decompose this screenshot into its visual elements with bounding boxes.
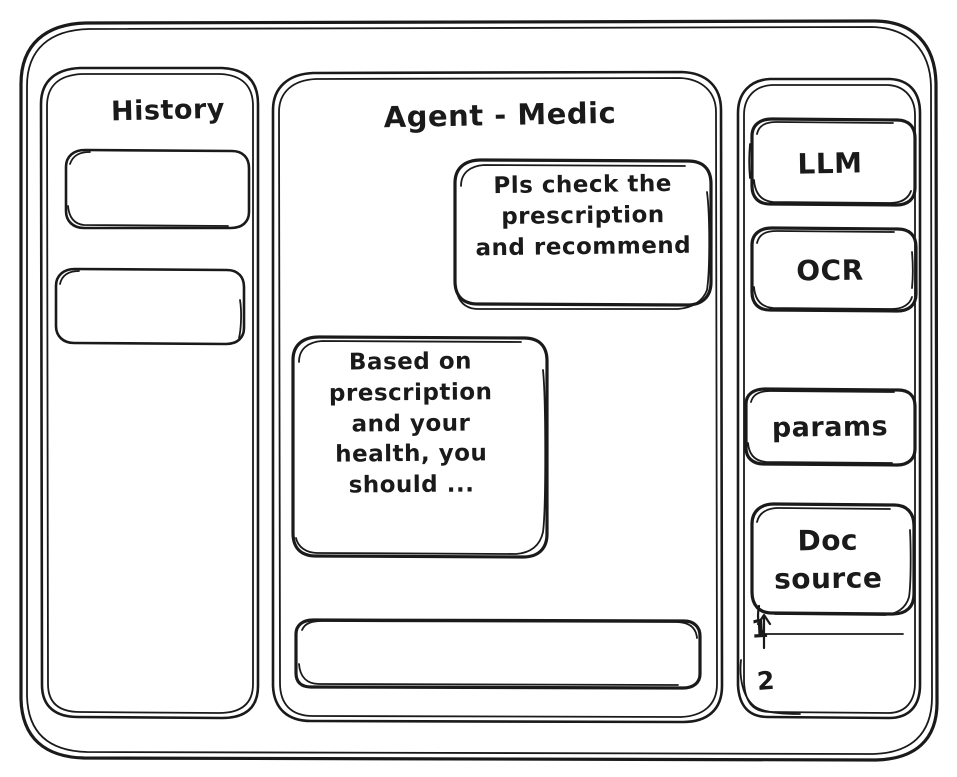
agent-message-text: Based on prescription and your health, y… [328,348,493,499]
history-item-2-outline[interactable] [54,267,246,346]
ocr-tile-outline[interactable] [750,226,918,313]
doc-source-tile-label[interactable]: Doc source [773,523,883,596]
agent-message-bubble-outline [291,335,549,559]
app-window-frame [19,19,939,762]
ocr-tile-label[interactable]: OCR [796,253,864,288]
message-input-outline[interactable] [294,618,702,690]
user-message-text: Pls check the prescription and recommend [475,170,692,261]
history-panel-title: History [110,93,226,128]
agent-panel-title: Agent - Medic [383,95,617,135]
tools-panel-edge-jitter [739,659,801,715]
llm-tile-outline[interactable] [748,117,917,207]
llm-tile-label[interactable]: LLM [797,146,863,181]
history-item-1-outline[interactable] [64,148,251,230]
params-tile-outline[interactable] [744,387,917,467]
tools-panel-outline [736,77,922,720]
doc-source-item-2[interactable]: 2 [755,665,776,697]
agent-panel-outline [271,70,724,724]
doc-source-item-1[interactable]: 1 [750,613,770,644]
params-tile-label[interactable]: params [771,411,889,444]
history-panel-outline [39,66,260,720]
user-message-bubble-outline [453,158,713,310]
doc-source-tile-outline[interactable] [750,502,916,650]
